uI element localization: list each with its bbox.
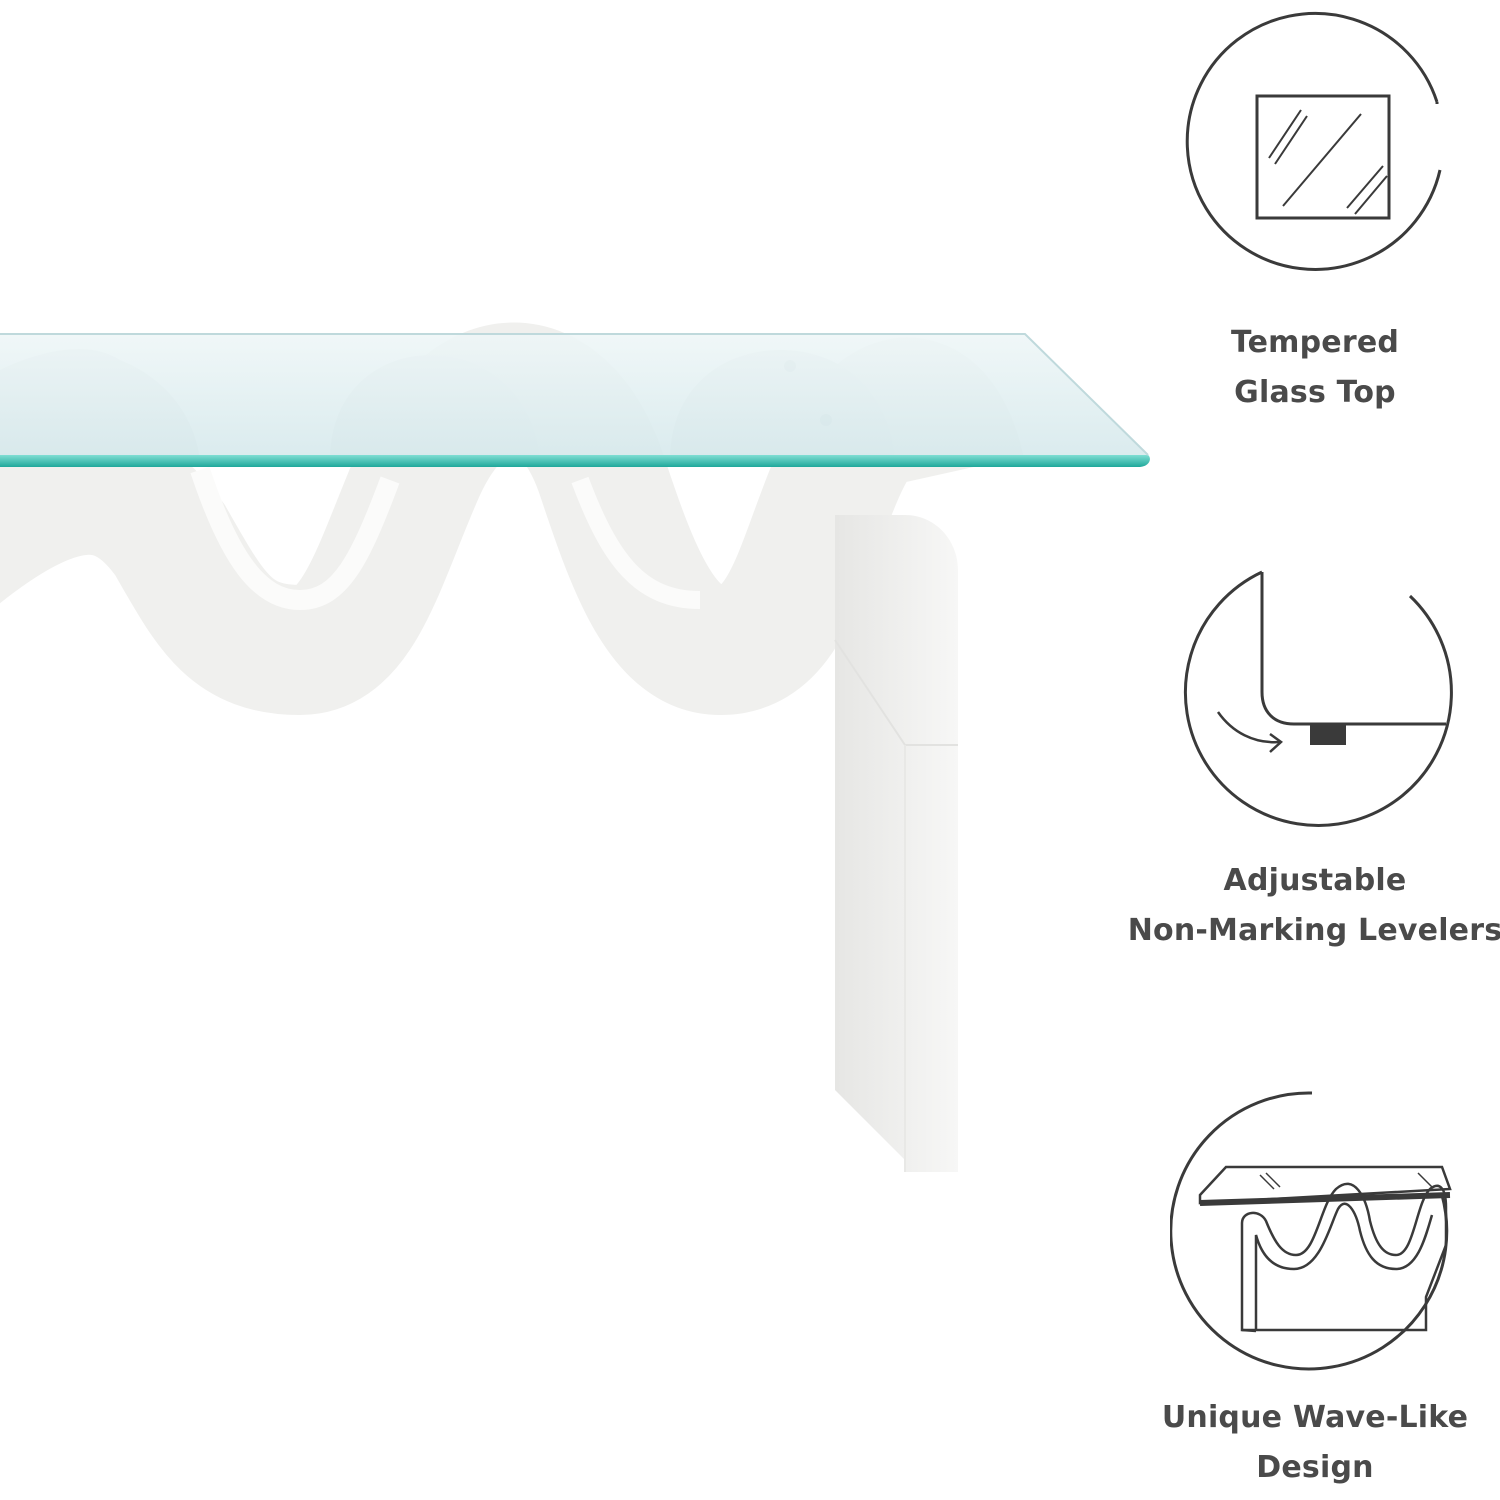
tempered-glass-icon: [1185, 11, 1442, 271]
feature-wave-line-1: Unique Wave-Like: [1161, 1400, 1469, 1435]
feature-label-wave: Unique Wave-Like Design: [1110, 1393, 1500, 1493]
feature-wave-line-2: Design: [1256, 1450, 1374, 1485]
wave-design-icon: [1170, 1091, 1452, 1371]
feature-levelers-line-1: Adjustable: [1223, 863, 1407, 898]
feature-glass-line-1: Tempered: [1230, 325, 1400, 360]
feature-label-levelers: Adjustable Non-Marking Levelers: [1110, 856, 1500, 956]
feature-label-glass: Tempered Glass Top: [1110, 318, 1500, 418]
feature-levelers-line-2: Non-Marking Levelers: [1127, 913, 1500, 948]
wave-base: [0, 322, 1024, 1172]
glass-top: [0, 333, 1150, 467]
leveler-icon: [1183, 570, 1453, 827]
feature-glass-line-2: Glass Top: [1234, 375, 1396, 410]
